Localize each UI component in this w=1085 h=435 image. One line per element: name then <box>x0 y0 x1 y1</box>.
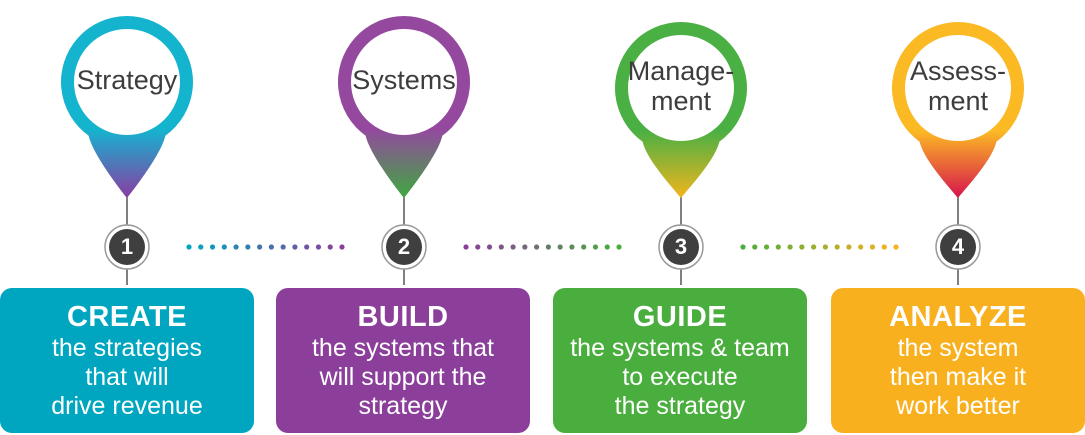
dotted-connector-dot <box>834 244 840 250</box>
step-card-title: CREATE <box>66 301 188 333</box>
dotted-connector-dot <box>858 244 864 250</box>
dotted-connector-dot <box>209 244 216 250</box>
step-number: 3 <box>674 234 688 259</box>
step-number-circle <box>109 229 145 265</box>
dotted-connector-dot <box>822 244 828 250</box>
pin-label: Manage-ment <box>626 56 736 116</box>
pin-label: Systems <box>349 65 459 95</box>
dotted-connector-dot <box>592 244 599 250</box>
dotted-connector-dot <box>510 244 516 250</box>
step-card-description-line: will support the <box>319 363 487 391</box>
dotted-connector-dot <box>881 244 887 250</box>
dotted-connector-dot <box>498 244 504 250</box>
pin-label: Strategy <box>72 65 182 95</box>
dotted-connector-dot <box>245 244 251 250</box>
step-card-description-line: work better <box>896 392 1020 420</box>
dotted-connector-dot <box>315 244 322 250</box>
dotted-connector-dot <box>616 244 622 250</box>
dotted-connector-dot <box>869 244 876 250</box>
dotted-connector-dot <box>198 244 204 250</box>
pin-inner-circle <box>74 29 180 135</box>
dotted-connector-dot <box>893 244 899 250</box>
dotted-connector-dot <box>257 244 263 250</box>
dotted-connector-dot <box>740 244 746 250</box>
dotted-connector-dot <box>268 244 274 250</box>
pin-label-line: Strategy <box>76 65 178 95</box>
dotted-connector-dot <box>763 244 770 250</box>
step-card-description-line: the strategies <box>51 334 203 362</box>
step-number: 1 <box>120 234 134 259</box>
dotted-connector-dot <box>280 244 286 250</box>
pin-label-line: Systems <box>352 65 456 95</box>
pin-label: Assess-ment <box>903 56 1013 116</box>
pin-label-line: Manage- <box>627 56 735 86</box>
pin-inner-circle <box>905 35 1011 141</box>
dotted-connector-dot <box>811 244 817 250</box>
dotted-connector-dot <box>304 244 310 250</box>
pin-label-line: ment <box>650 86 712 116</box>
step-card-description-line: the system <box>897 334 1019 362</box>
step-card-title: BUILD <box>357 301 449 333</box>
dotted-connector-dot <box>846 244 852 250</box>
dotted-connector-dot <box>534 244 540 250</box>
dotted-connector-dot <box>292 244 298 250</box>
dotted-connector-dot <box>787 244 793 250</box>
step-card-description-line: strategy <box>358 392 448 420</box>
step-card-title: ANALYZE <box>889 301 1027 333</box>
dotted-connector-dot <box>463 244 469 250</box>
pin-inner-circle <box>628 35 734 141</box>
step-number-circle <box>386 229 422 265</box>
step-number: 4 <box>951 234 965 259</box>
dotted-connector-dot <box>557 244 563 250</box>
pin-label-line: Assess- <box>909 56 1007 86</box>
dotted-connector-dot <box>475 244 481 250</box>
step-number: 2 <box>397 234 411 259</box>
step-card-description-line: the systems & team <box>570 334 790 362</box>
step-card-description-line: drive revenue <box>51 392 203 420</box>
dotted-connector-dot <box>569 244 575 250</box>
step-number-circle <box>940 229 976 265</box>
dotted-connector-dot <box>752 244 758 250</box>
pin-inner-circle <box>351 29 457 135</box>
step-card-description-line: then make it <box>889 363 1027 391</box>
step-card-description-line: the systems that <box>311 334 495 362</box>
dotted-connector-dot <box>327 244 333 250</box>
dotted-connector-dot <box>604 244 610 250</box>
step-number-circle <box>663 229 699 265</box>
dotted-connector-dot <box>233 244 239 250</box>
dotted-connector-dot <box>581 244 587 250</box>
pin-label-line: ment <box>927 86 989 116</box>
dotted-connector-dot <box>221 244 227 250</box>
dotted-connector-dot <box>775 244 781 250</box>
dotted-connector-dot <box>522 244 528 250</box>
step-card-description-line: the strategy <box>614 392 746 420</box>
dotted-connector-dot <box>339 244 345 250</box>
dotted-connector-dot <box>186 244 192 250</box>
step-card-description-line: to execute <box>622 363 738 391</box>
dotted-connector-dot <box>799 244 805 250</box>
dotted-connector-dot <box>545 244 551 250</box>
step-card-description-line: that will <box>85 363 169 391</box>
step-card-title: GUIDE <box>632 301 728 333</box>
dotted-connector-dot <box>486 244 493 250</box>
